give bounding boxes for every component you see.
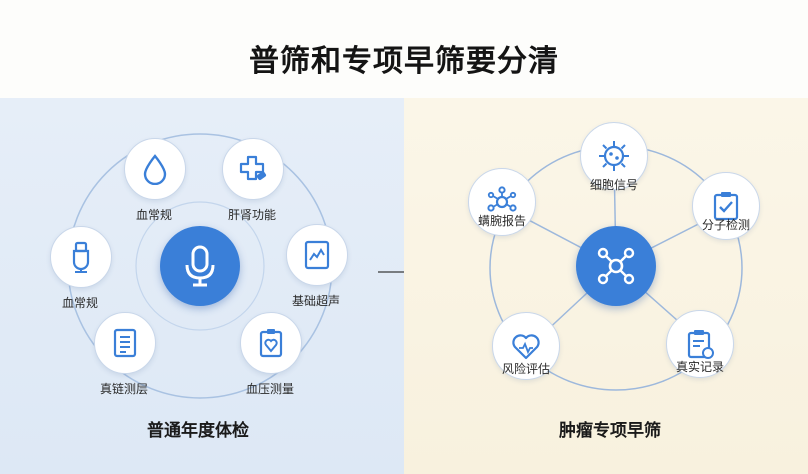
right-panel-title: 肿瘤专项早筛: [559, 421, 661, 441]
node-label: 风险评估: [501, 362, 551, 376]
node-label: 血常规: [135, 208, 173, 222]
heart-pulse-icon: [512, 334, 540, 360]
water-drop-icon: [143, 154, 167, 185]
node-chain-test: [94, 312, 156, 374]
node-label: 真实记录: [675, 360, 725, 374]
monitor-chart-icon: [304, 240, 330, 270]
node-basic-ultrasound: [286, 224, 348, 286]
clipboard-heart-icon: [259, 329, 283, 358]
node-blood-routine-1: [124, 138, 186, 200]
node-label: 血常规: [61, 296, 99, 310]
microphone-icon: [185, 245, 215, 287]
clipboard-record-icon: [687, 330, 714, 359]
general-checkup-panel: 血常规 肝肾功能 基础超声 血压测量 真链测层: [0, 98, 404, 474]
node-blood-pressure: [240, 312, 302, 374]
node-label: 基础超声: [291, 294, 341, 308]
microphone-hub: [160, 226, 240, 306]
node-cell-signal: [580, 122, 648, 190]
node-blood-routine-2: [50, 226, 112, 288]
node-label: 细胞信号: [589, 178, 639, 192]
node-liver-kidney: [222, 138, 284, 200]
node-label: 螨腕报告: [477, 214, 527, 228]
network-nodes-icon: [597, 247, 635, 285]
molecule-icon: [487, 186, 517, 212]
title-bar: 普筛和专项早筛要分清: [0, 0, 808, 98]
node-report: [468, 168, 536, 236]
node-label: 肝肾功能: [227, 208, 277, 222]
tumor-screening-panel: 细胞信号 分子检测 真实记录 风险评估: [404, 98, 808, 474]
node-real-record: [666, 310, 734, 378]
node-label: 真链测层: [99, 382, 149, 396]
network-hub: [576, 226, 656, 306]
node-label: 分子检测: [701, 218, 751, 232]
test-tube-icon: [72, 241, 90, 273]
page-title: 普筛和专项早筛要分清: [249, 44, 559, 79]
node-molecular-test: [692, 172, 760, 240]
cell-virus-icon: [599, 141, 629, 171]
document-list-icon: [113, 328, 137, 358]
node-label: 血压测量: [245, 382, 295, 396]
medical-cross-icon: [239, 155, 267, 181]
left-panel-title: 普通年度体检: [147, 421, 249, 441]
node-risk-assessment: [492, 312, 560, 380]
clipboard-check-icon: [713, 192, 739, 221]
